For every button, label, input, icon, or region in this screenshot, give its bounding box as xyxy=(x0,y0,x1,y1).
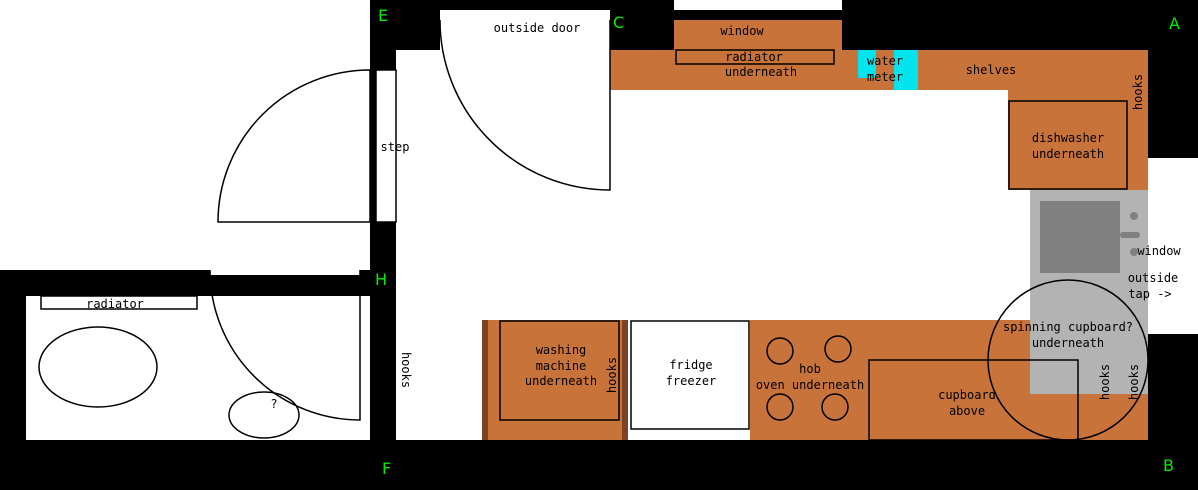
corner-h-label: H xyxy=(375,270,387,289)
fridge-freezer xyxy=(630,320,750,430)
outside-door-gap xyxy=(440,10,610,50)
window-top-label: window xyxy=(720,24,764,38)
window-right-label: window xyxy=(1137,244,1181,258)
radiator-left xyxy=(40,295,198,310)
water-meter-pipe-2 xyxy=(894,50,918,90)
toilet-unknown-fixture xyxy=(228,391,300,439)
outside-tap-label-1: outside xyxy=(1128,271,1179,285)
hob-ring-3 xyxy=(766,393,794,421)
cupboard-above-label-1: cupboard xyxy=(938,388,996,402)
window-gap-right xyxy=(1148,158,1188,334)
toilet-basin xyxy=(38,326,158,408)
bottom-wall xyxy=(0,440,1198,490)
washing-machine xyxy=(499,320,620,421)
washing-machine-label-3: underneath xyxy=(525,374,597,388)
shelves-label: shelves xyxy=(966,63,1017,77)
fridge-freezer-label-2: freezer xyxy=(666,374,717,388)
sink-tap-knob-1 xyxy=(1130,212,1138,220)
cupboard-above-label-2: above xyxy=(949,404,985,418)
hob-label-1: hob xyxy=(799,362,821,376)
hall-door-swing xyxy=(217,69,371,223)
spinning-cupboard-label-2: underneath xyxy=(1032,336,1104,350)
outside-door-label: outside door xyxy=(494,21,581,35)
fridge-freezer-label-1: fridge xyxy=(669,358,712,372)
bottom-counter-edge-left xyxy=(482,320,488,440)
corner-e-label: E xyxy=(378,6,388,25)
radiator-left-label: radiator xyxy=(86,297,144,311)
water-meter-label-1: water xyxy=(867,54,903,68)
corner-f-label: F xyxy=(382,459,391,478)
dishwasher-label-2: underneath xyxy=(1032,147,1104,161)
radiator-top-label-2: underneath xyxy=(725,65,797,79)
cupboard-above xyxy=(868,359,1079,441)
corner-c-label: C xyxy=(613,13,624,32)
radiator-top-label-1: radiator xyxy=(725,50,783,64)
sink-basin xyxy=(1040,201,1120,273)
right-wall xyxy=(1148,0,1198,158)
window-sill xyxy=(674,20,842,50)
hooks-mid-label: hooks xyxy=(605,357,619,393)
hob-ring-1 xyxy=(766,337,794,365)
corner-a-label: A xyxy=(1169,14,1180,33)
hooks-left-label: hooks xyxy=(399,352,413,388)
sink-tap-spout xyxy=(1120,232,1140,238)
window-gap-top xyxy=(674,0,842,10)
hob-label-2: oven underneath xyxy=(756,378,864,392)
toilet-door-swing xyxy=(209,269,361,421)
toilet-door-gap xyxy=(210,270,360,275)
sink-tap-knob-2 xyxy=(1130,248,1138,256)
spinning-cupboard xyxy=(987,279,1149,441)
toilet-left-wall xyxy=(0,270,26,490)
dishwasher-label-1: dishwasher xyxy=(1032,131,1104,145)
hob-ring-4 xyxy=(821,393,849,421)
hallway-step xyxy=(375,69,397,223)
hooks-right-label: hooks xyxy=(1131,74,1145,110)
unknown-wall-label: ? xyxy=(401,276,408,290)
outside-tap-label-2: tap -> xyxy=(1128,287,1171,301)
spinning-cupboard-label-1: spinning cupboard? xyxy=(1003,320,1133,334)
unknown-toilet-label: ? xyxy=(270,397,277,411)
bottom-counter-edge-right xyxy=(622,320,628,440)
outside-door-swing xyxy=(439,19,611,191)
water-meter-pipe-1 xyxy=(858,50,876,78)
hooks-bottom-label-2: hooks xyxy=(1127,364,1141,400)
top-counter xyxy=(610,50,1148,90)
hooks-bottom-label-1: hooks xyxy=(1098,364,1112,400)
corner-b-label: B xyxy=(1163,456,1174,475)
water-meter-label-2: meter xyxy=(867,70,903,84)
dishwasher xyxy=(1008,100,1128,190)
hob-ring-2 xyxy=(824,335,852,363)
radiator-top xyxy=(675,49,835,65)
step-label: step xyxy=(381,140,410,154)
washing-machine-label-2: machine xyxy=(536,359,587,373)
door-wall-e xyxy=(370,0,440,50)
washing-machine-label-1: washing xyxy=(536,343,587,357)
